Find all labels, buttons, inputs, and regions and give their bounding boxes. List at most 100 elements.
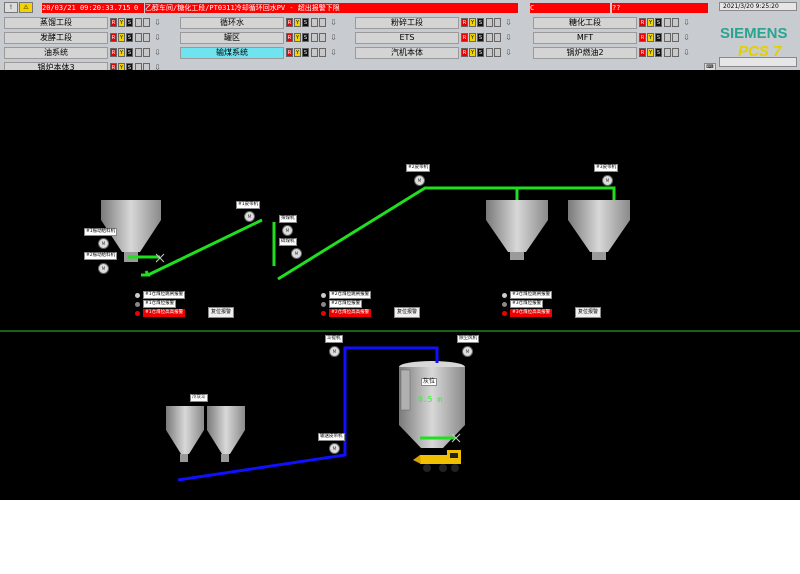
nav-button[interactable]: 循环水 [180,17,284,29]
area-jump-arrow-icon[interactable]: ⇩ [154,33,161,42]
status-k-indicator[interactable]: S [477,33,484,42]
status-r-indicator[interactable]: R [286,18,293,27]
status-k-indicator[interactable]: S [126,48,133,57]
status-y-indicator[interactable]: Y [118,18,125,27]
area-jump-arrow-icon[interactable]: ⇩ [683,33,690,42]
status-y-indicator[interactable]: Y [469,33,476,42]
crusher-motor-icon[interactable]: M [291,248,302,259]
area-jump-arrow-icon[interactable]: ⇩ [505,48,512,57]
status-r-indicator[interactable]: R [639,33,646,42]
nav-button[interactable]: 油系统 [4,47,108,59]
status-k-indicator[interactable]: S [655,18,662,27]
status-empty-slot [672,48,679,57]
bin-alarm-label: #2仓煤位高高报警 [329,309,372,317]
status-y-indicator[interactable]: Y [294,48,301,57]
bin-alarm-label: #2仓煤位报警 [329,300,363,308]
status-k-indicator[interactable]: S [655,48,662,57]
feeder1-motor-icon[interactable]: M [98,238,109,249]
nav-button[interactable]: 发酵工段 [4,32,108,44]
nav-button[interactable]: MFT [533,32,637,44]
status-empty-slot [319,48,326,57]
bin-alarm-label: #3仓煤位跳闸报警 [510,291,553,299]
nav-button[interactable]: 粉碎工段 [355,17,459,29]
status-y-indicator[interactable]: Y [469,18,476,27]
status-y-indicator[interactable]: Y [647,33,654,42]
nav-button[interactable]: ETS [355,32,459,44]
nav-button[interactable]: 输煤系统 [180,47,284,59]
status-k-indicator[interactable]: S [126,18,133,27]
dust-fan-motor-icon[interactable]: M [462,346,473,357]
alarm-warning-icon[interactable]: ⚠ [19,2,33,13]
belt2-motor-icon[interactable]: M [414,175,425,186]
alarm-lamp-icon [135,293,140,298]
area-jump-arrow-icon[interactable]: ⇩ [683,18,690,27]
feeder-valve-icon [155,253,165,263]
area-jump-arrow-icon[interactable]: ⇩ [330,48,337,57]
nav-button[interactable]: 蒸馏工段 [4,17,108,29]
conveyor-motor-icon[interactable]: M [329,443,340,454]
elevator-motor-icon[interactable]: M [329,346,340,357]
status-k-indicator[interactable]: S [477,18,484,27]
bin-alarm-label: #1仓煤位跳闸报警 [143,291,186,299]
status-empty-slot [486,48,493,57]
bin-alarm-label: #3仓煤位报警 [510,300,544,308]
belt1-label: #1皮带机 [236,201,261,209]
alarm-lamp-icon [135,302,140,307]
area-jump-arrow-icon[interactable]: ⇩ [154,48,161,57]
status-k-indicator[interactable]: S [302,48,309,57]
status-empty-slot [143,18,150,27]
conveyor-label: 输送皮带机 [318,433,345,441]
bin-alarm-label: #1仓煤位高高报警 [143,309,186,317]
status-r-indicator[interactable]: R [461,48,468,57]
status-y-indicator[interactable]: Y [647,18,654,27]
belt3-motor-icon[interactable]: M [602,175,613,186]
nav-button[interactable]: 锅炉燃油2 [533,47,637,59]
area-jump-arrow-icon[interactable]: ⇩ [683,48,690,57]
nav-button[interactable]: 汽机本体 [355,47,459,59]
area-jump-arrow-icon[interactable]: ⇩ [154,63,161,72]
reset-alarm-button[interactable]: 复位报警 [394,307,421,318]
blue-conveyor-lines [177,346,439,482]
area-jump-arrow-icon[interactable]: ⇩ [330,18,337,27]
status-y-indicator[interactable]: Y [118,33,125,42]
status-y-indicator[interactable]: Y [647,48,654,57]
status-y-indicator[interactable]: Y [118,48,125,57]
status-k-indicator[interactable]: S [655,33,662,42]
status-y-indicator[interactable]: Y [294,18,301,27]
area-jump-arrow-icon[interactable]: ⇩ [330,33,337,42]
status-y-indicator[interactable]: Y [469,48,476,57]
status-k-indicator[interactable]: S [302,18,309,27]
alarm-state: C [530,3,610,13]
outlet-valve-icon [451,433,461,443]
alarm-code: 0 [134,3,144,13]
status-r-indicator[interactable]: R [286,48,293,57]
status-r-indicator[interactable]: R [461,33,468,42]
belt1-motor-icon[interactable]: M [244,211,255,222]
area-jump-arrow-icon[interactable]: ⇩ [154,18,161,27]
status-r-indicator[interactable]: R [110,48,117,57]
nav-button[interactable]: 糖化工段 [533,17,637,29]
status-k-indicator[interactable]: S [126,33,133,42]
alarm-ack-button[interactable]: ! [4,2,18,13]
feeder2-motor-icon[interactable]: M [98,263,109,274]
status-r-indicator[interactable]: R [639,48,646,57]
nav-button[interactable]: 罐区 [180,32,284,44]
status-r-indicator[interactable]: R [110,18,117,27]
reset-alarm-button[interactable]: 复位报警 [575,307,602,318]
status-r-indicator[interactable]: R [110,33,117,42]
sieve-motor-icon[interactable]: M [282,225,293,236]
area-jump-arrow-icon[interactable]: ⇩ [505,33,512,42]
status-r-indicator[interactable]: R [286,33,293,42]
alarm-message[interactable]: 乙醇车间/糖化工段/PT0311冷却循环回水PV - 超出报警下限 [145,3,518,13]
status-y-indicator[interactable]: Y [294,33,301,42]
bin-alarm-label: #1仓煤位报警 [143,300,177,308]
alarm-timestamp: 20/03/21 09:20:33.715 [42,3,142,13]
area-jump-arrow-icon[interactable]: ⇩ [505,18,512,27]
status-empty-slot [311,48,318,57]
reset-alarm-button[interactable]: 复位报警 [208,307,235,318]
status-r-indicator[interactable]: R [461,18,468,27]
status-empty-slot [486,33,493,42]
status-r-indicator[interactable]: R [639,18,646,27]
status-k-indicator[interactable]: S [477,48,484,57]
status-k-indicator[interactable]: S [302,33,309,42]
